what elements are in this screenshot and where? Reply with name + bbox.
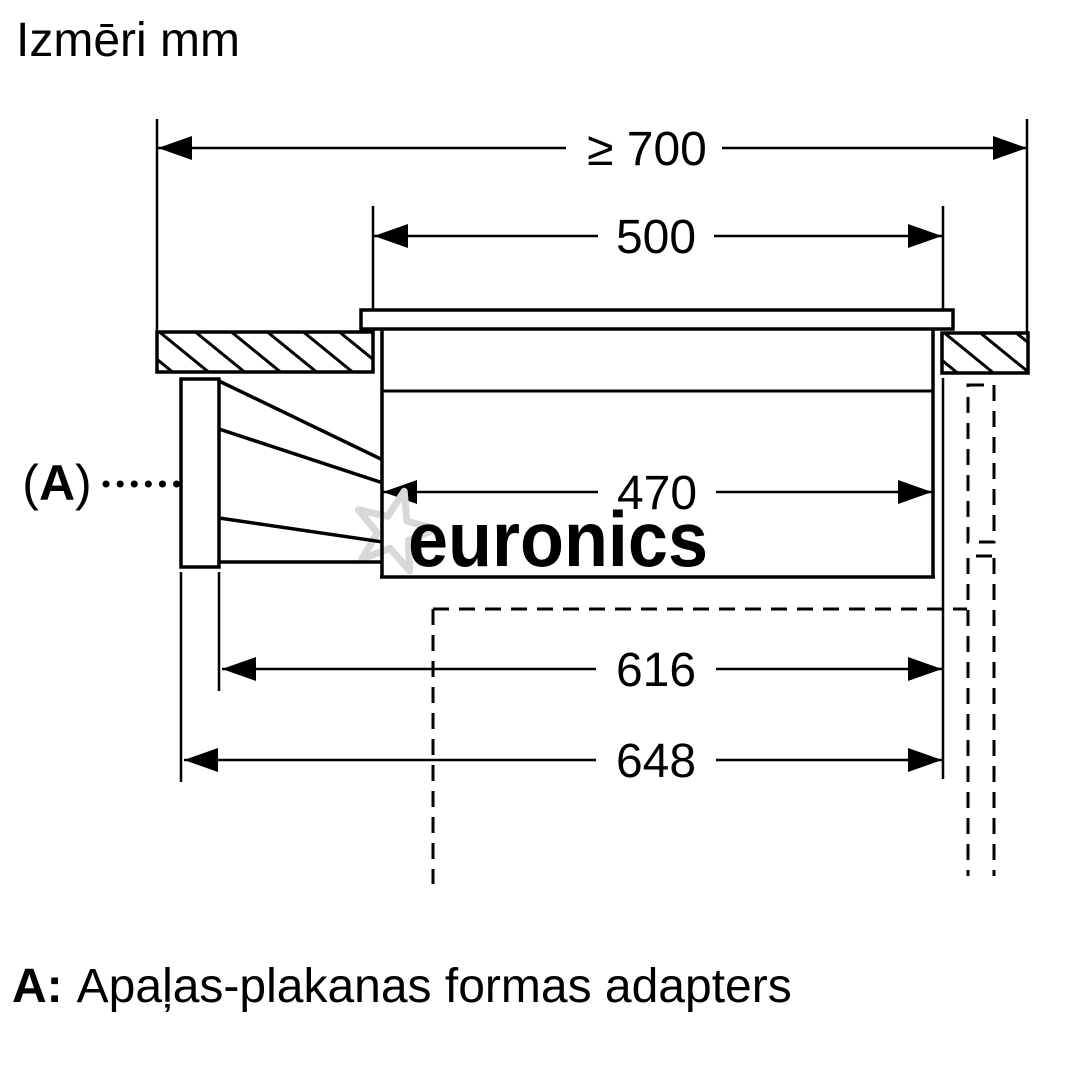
dimension-label-depth-inner: 616 (616, 644, 696, 697)
duct-dashed-outline (966, 383, 996, 876)
glass-panel (359, 308, 955, 331)
footnote-prefix: A: (12, 960, 63, 1013)
worktop-right-hatching (942, 333, 1028, 373)
page-title: Izmēri mm (16, 14, 240, 67)
adapter-funnel-top-line (218, 379, 384, 462)
dimension-label-cutout-width: 500 (616, 211, 696, 264)
footnote-text: Apaļas-plakanas formas adapters (77, 960, 792, 1013)
arrow-616-right (908, 657, 942, 681)
arrow-648-left (184, 748, 218, 772)
cabinet-dashed-outline (431, 607, 967, 884)
worktop-left-hatching (157, 332, 373, 372)
adapter-funnel (218, 379, 384, 564)
footnote: A: Apaļas-plakanas formas adapters (12, 960, 792, 1013)
dimension-lines (158, 146, 1027, 762)
arrow-700-left (158, 136, 192, 160)
extension-lines (155, 119, 1029, 782)
callout-close-paren: ) (75, 455, 92, 511)
worktop-right (940, 331, 1030, 375)
callout-letter: A (39, 455, 75, 511)
adapter-flange (179, 377, 221, 569)
arrow-648-right (908, 748, 942, 772)
arrow-700-right (993, 136, 1027, 160)
duct-upper-dashed-box (966, 383, 996, 544)
arrow-470-right (898, 480, 932, 504)
dimension-label-min-width: ≥ 700 (587, 123, 707, 176)
euronics-watermark: euronics (354, 487, 708, 583)
adapter-funnel-lower-line (218, 516, 384, 544)
arrow-616-left (222, 657, 256, 681)
dimension-label-body-width: 470 (617, 467, 697, 520)
arrow-500-right (908, 224, 942, 248)
dimension-arrows (158, 136, 1027, 772)
worktop-left (155, 330, 375, 374)
dimension-label-depth-outer: 648 (616, 735, 696, 788)
adapter-funnel-mid-line (218, 427, 384, 485)
star-icon (354, 487, 440, 575)
hob-body (380, 329, 935, 579)
callout-open-paren: ( (22, 455, 39, 511)
callout-label: (A) (22, 455, 91, 511)
watermark-text: euronics (408, 495, 708, 583)
adapter (179, 377, 384, 569)
arrow-500-left (374, 224, 408, 248)
